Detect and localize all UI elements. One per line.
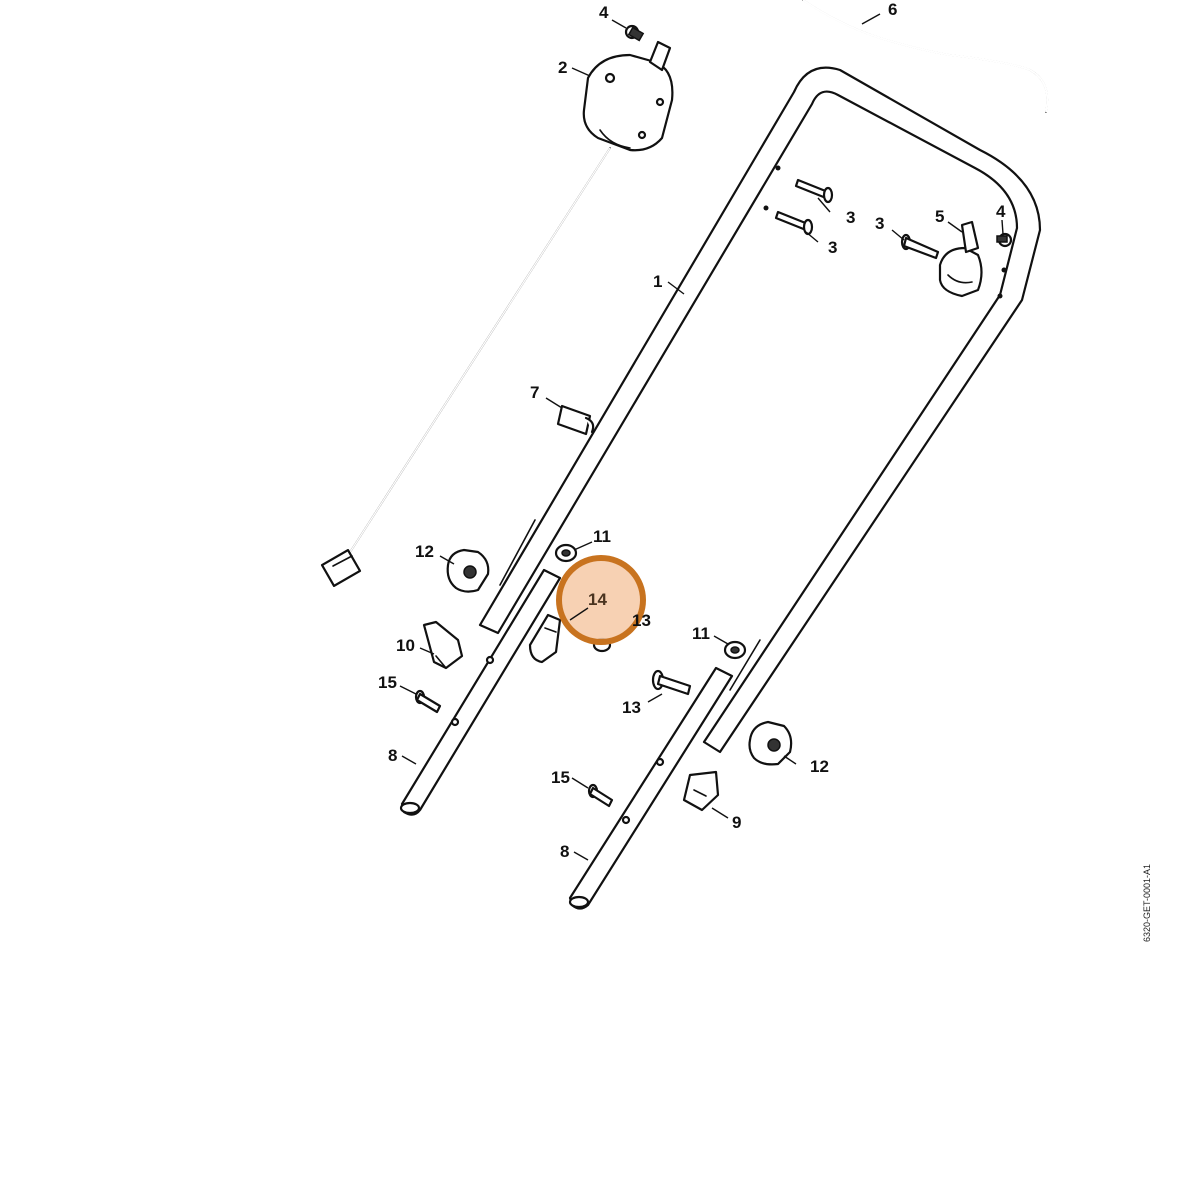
part-10-bracket[interactable] [422,620,464,670]
callout-13-lower[interactable]: 13 [622,698,641,717]
part-6-cable[interactable] [802,0,1049,113]
leader-lines [399,13,1004,861]
part-3-screw-a[interactable] [794,178,834,204]
callout-11-right[interactable]: 11 [692,624,710,643]
part-11-nut-top[interactable] [554,543,578,563]
part-4-screw-right[interactable] [996,232,1013,248]
callout-5[interactable]: 5 [935,207,944,226]
callout-3-b[interactable]: 3 [828,238,837,257]
callout-15-right[interactable]: 15 [551,768,570,787]
callout-labels: 4 2 6 1 3 3 3 5 4 7 11 12 10 15 8 11 13 … [378,0,1006,861]
part-15-screw-left[interactable] [414,689,442,714]
part-8-lower-handle-right[interactable] [568,666,734,910]
callout-13-upper[interactable]: 13 [632,611,651,630]
callout-4-right[interactable]: 4 [996,202,1006,221]
document-id: 6320-GET-0001-A1 [1142,864,1152,942]
part-7-cable-clip[interactable] [556,404,595,436]
callout-11-top[interactable]: 11 [593,527,611,546]
callout-1[interactable]: 1 [653,272,662,291]
callout-6[interactable]: 6 [888,0,897,19]
part-2-control-housing[interactable] [320,40,674,587]
part-14-cable-guide[interactable] [528,613,562,664]
part-5-control-lever[interactable] [938,220,983,298]
callout-2[interactable]: 2 [558,58,567,77]
part-12-knob-right[interactable] [748,720,793,766]
part-12-knob-left[interactable] [446,548,490,593]
part-3-screw-c[interactable] [900,233,940,260]
part-11-nut-right[interactable] [723,640,747,660]
callout-9[interactable]: 9 [732,813,741,832]
callout-12-left[interactable]: 12 [415,542,434,561]
callout-3-a[interactable]: 3 [846,208,855,227]
callout-8-right[interactable]: 8 [560,842,569,861]
callout-3-c[interactable]: 3 [875,214,884,233]
part-4-screw-top[interactable] [624,24,645,42]
part-8-lower-handle-left[interactable] [399,568,562,816]
callout-15-left[interactable]: 15 [378,673,397,692]
part-13-bolt-lower[interactable] [651,669,692,696]
callout-4-top[interactable]: 4 [599,3,609,22]
callout-10[interactable]: 10 [396,636,415,655]
callout-12-right[interactable]: 12 [810,757,829,776]
callout-7[interactable]: 7 [530,383,539,402]
part-9-bracket[interactable] [682,770,720,812]
part-1-upper-handle[interactable] [478,66,1042,754]
callout-8-left[interactable]: 8 [388,746,397,765]
hotspot-label: 14 [588,590,607,609]
highlight-hotspot-14[interactable]: 14 [556,555,646,645]
part-3-screw-b[interactable] [774,210,814,236]
part-15-screw-right[interactable] [587,783,614,808]
